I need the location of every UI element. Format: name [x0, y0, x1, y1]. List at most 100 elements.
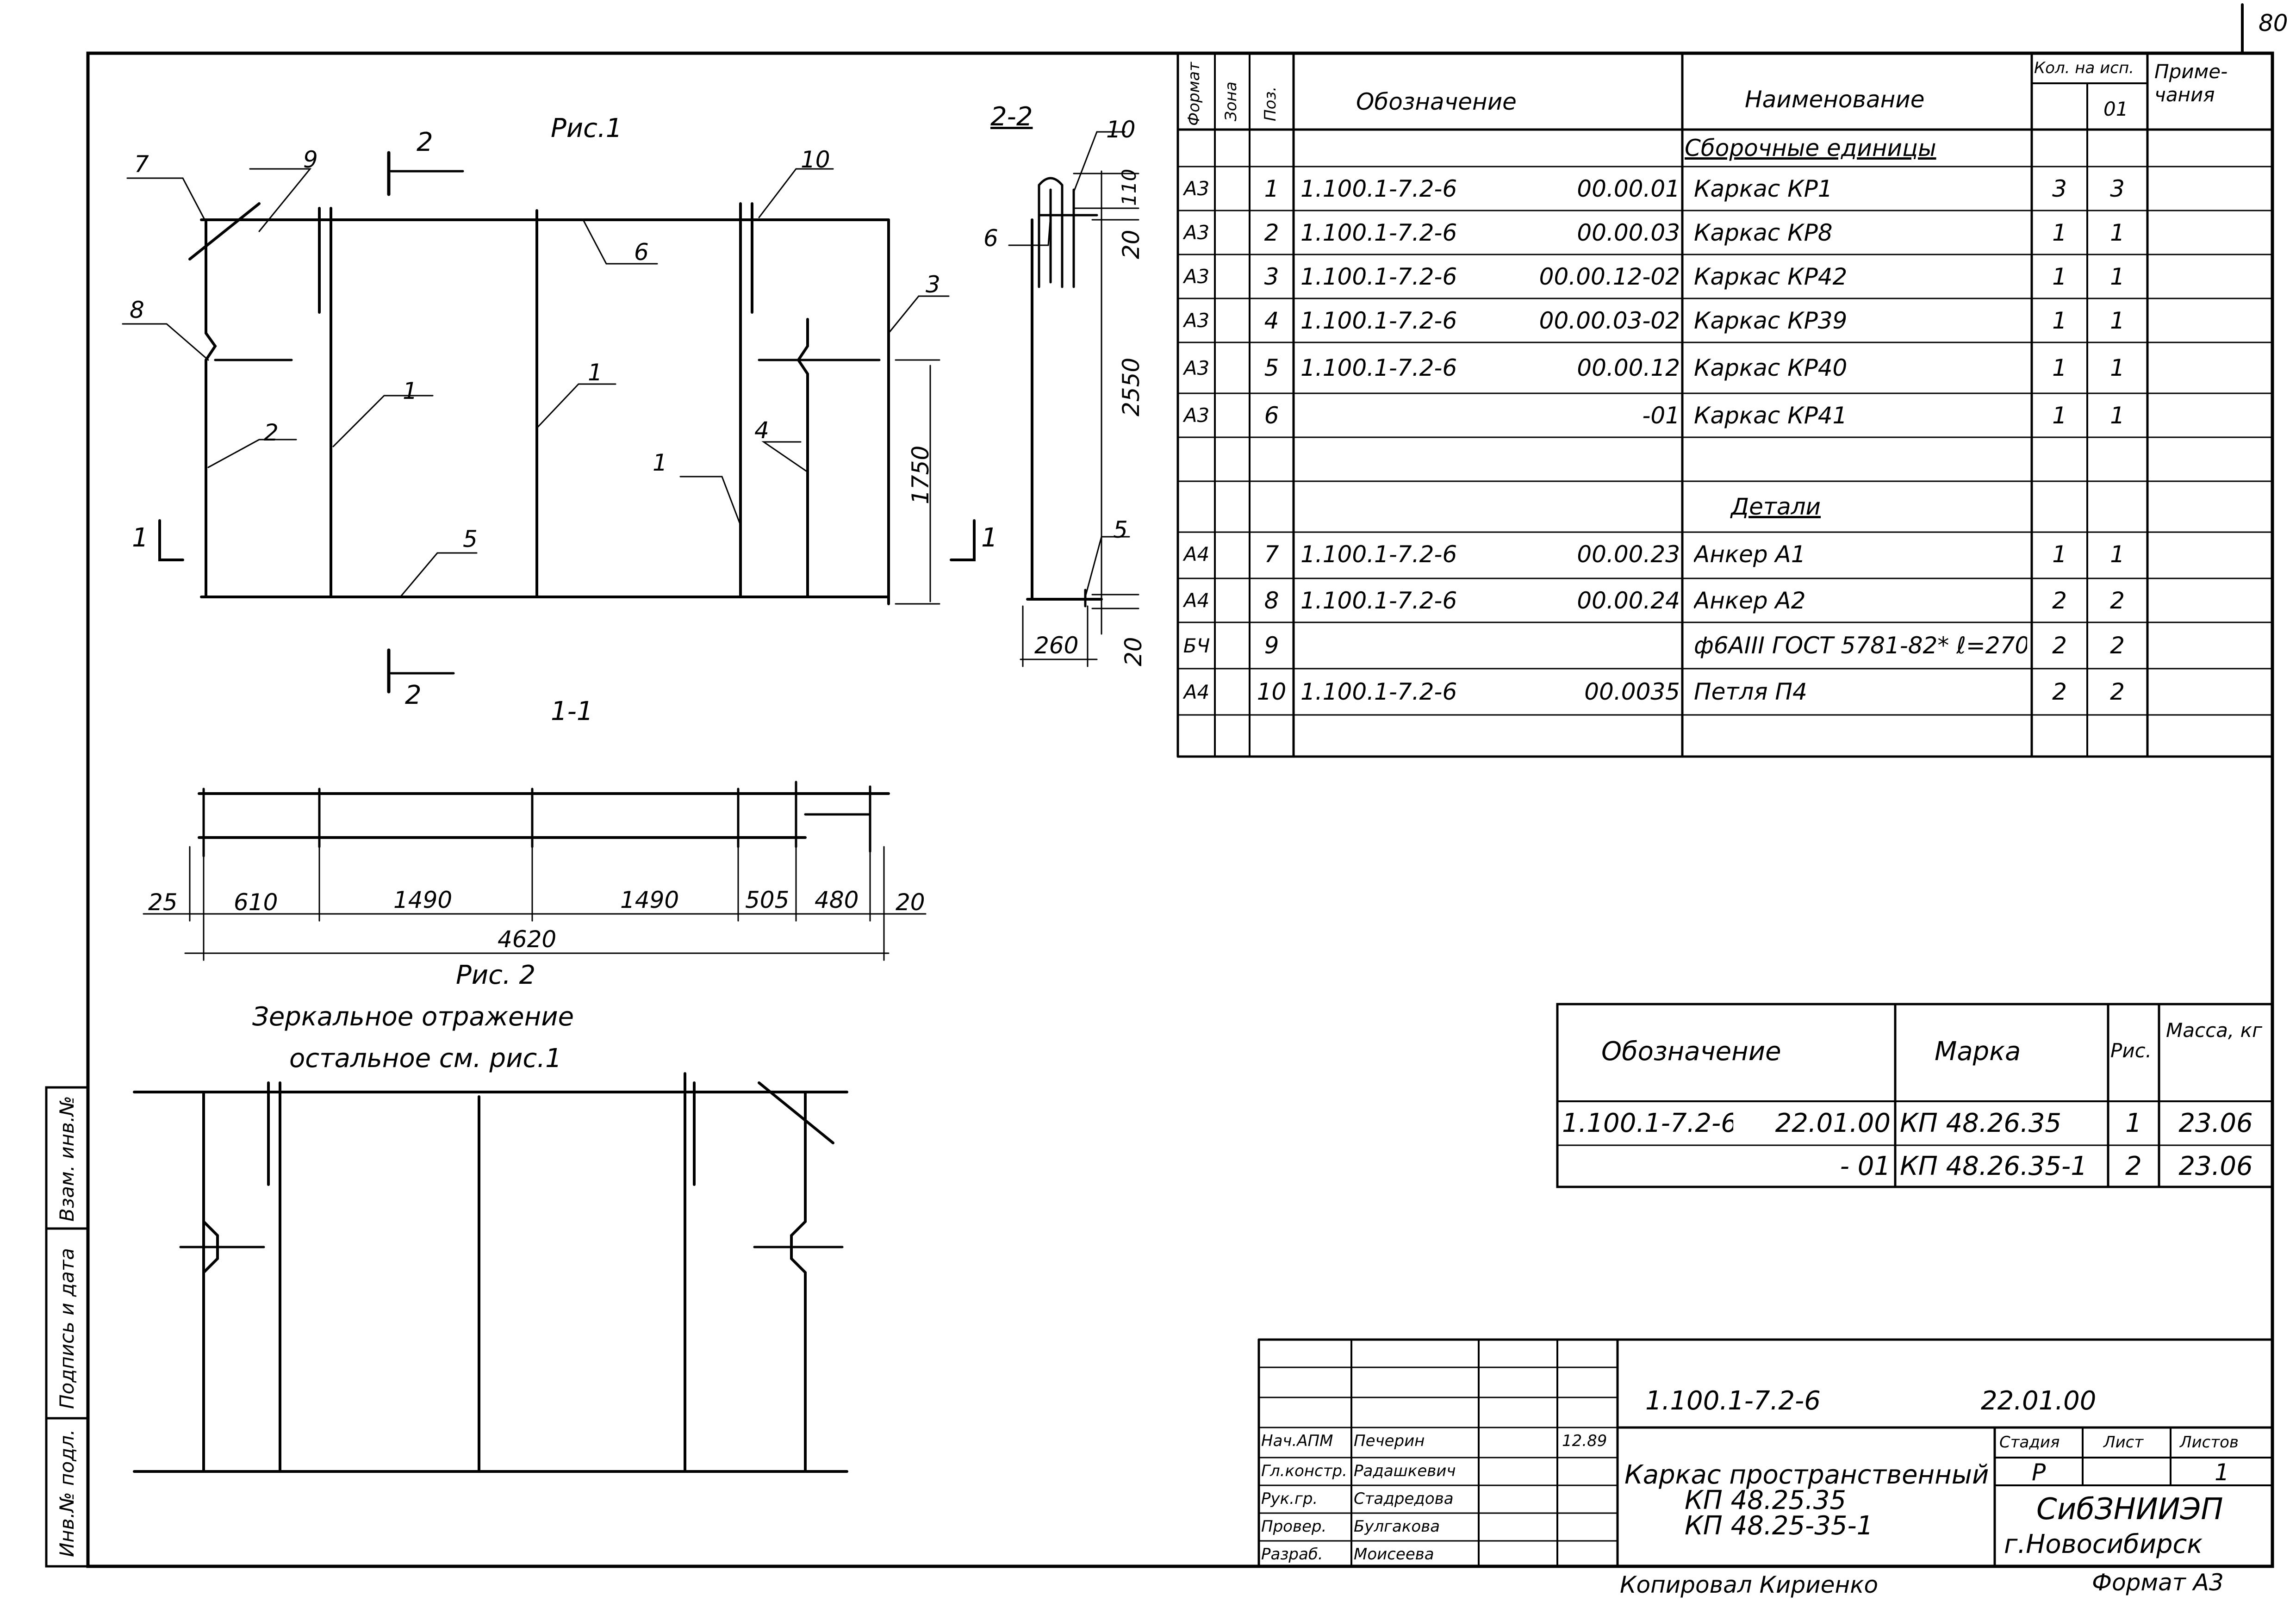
- mass-row-2-mark: КП 48.26.35-1: [1900, 1151, 2087, 1181]
- spec-row-6-q1: 1: [2052, 402, 2067, 429]
- cut-mark-2-top: 2: [417, 127, 433, 157]
- leader-6-s22: 6: [983, 225, 998, 252]
- spec-row-8-des: 1.100.1-7.2-6: [1300, 587, 1457, 614]
- mass-row-2-fig: 2: [2125, 1151, 2142, 1181]
- spec-row-3-q1: 1: [2052, 263, 2067, 290]
- section-assemblies: Сборочные единицы: [1685, 135, 1936, 161]
- spec-row-7-q2: 1: [2110, 540, 2125, 568]
- spec-row-10-q2: 2: [2110, 678, 2125, 705]
- spec-row-4-format: А3: [1183, 309, 1210, 332]
- section-11-label: 1-1: [551, 696, 593, 726]
- spec-row-2-code: 00.00.03: [1577, 219, 1680, 246]
- mass-header-mass: Масса, кг: [2166, 1019, 2263, 1042]
- spec-row-8-code: 00.00.24: [1577, 587, 1680, 614]
- mass-table-grid: [1556, 1003, 2274, 1188]
- tb-doc-code: 1.100.1-7.2-6: [1645, 1386, 1821, 1416]
- dim-11-480: 480: [815, 887, 859, 913]
- dim-11-610: 610: [234, 889, 278, 916]
- tb-title-line3: КП 48.25-35-1: [1685, 1511, 1873, 1541]
- spec-row-10-code: 00.0035: [1584, 678, 1680, 705]
- spec-row-8-name: Анкер А2: [1694, 587, 1806, 614]
- spec-row-9-q2: 2: [2110, 632, 2125, 659]
- dim-11-1490a: 1490: [393, 887, 453, 913]
- tb-role-3: Рук.гр.: [1261, 1490, 1318, 1508]
- leader-1a: 1: [403, 378, 417, 404]
- dim-22-2550: 2550: [1118, 357, 1145, 416]
- tb-role-4: Провер.: [1261, 1517, 1327, 1536]
- section-11: [143, 781, 927, 961]
- spec-row-4-q2: 1: [2110, 307, 2125, 334]
- mass-row-2-mass: 23.06: [2178, 1151, 2253, 1181]
- leader-8: 8: [130, 297, 144, 323]
- spec-row-2-q2: 1: [2110, 219, 2125, 246]
- dim-22-20a: 20: [1118, 230, 1145, 259]
- fig2-note-line2: остальное см. рис.1: [289, 1043, 562, 1074]
- spec-row-10-name: Петля П4: [1694, 678, 1807, 705]
- spec-row-7-code: 00.00.23: [1577, 540, 1680, 568]
- mass-row-1-code: 22.01.00: [1775, 1108, 1891, 1138]
- spec-row-5-pos: 5: [1264, 354, 1279, 381]
- fig2-plan: [133, 1072, 848, 1473]
- spec-row-5-q1: 1: [2052, 354, 2067, 381]
- fig1-title: Рис.1: [551, 113, 622, 143]
- spec-row-1-code: 00.00.01: [1577, 175, 1680, 202]
- spec-row-9-code: [1495, 622, 1687, 669]
- spec-row-2-pos: 2: [1264, 219, 1279, 246]
- spec-row-1-name: Каркас КР1: [1694, 175, 1833, 202]
- mass-row-1-mass: 23.06: [2178, 1108, 2253, 1138]
- spec-table-grid: [1176, 52, 2274, 758]
- stamp-inv-orig: Инв.№ подл.: [56, 1429, 78, 1557]
- spec-row-3-format: А3: [1183, 265, 1210, 288]
- header-notes: Приме-чания: [2154, 60, 2228, 106]
- header-name: Наименование: [1745, 86, 1925, 113]
- tb-name-5: Моисеева: [1354, 1545, 1434, 1564]
- spec-row-10-format: А4: [1183, 680, 1210, 703]
- spec-row-8-pos: 8: [1264, 587, 1279, 614]
- leader-3: 3: [926, 271, 940, 298]
- dim-11-20: 20: [896, 889, 925, 916]
- spec-row-2-q1: 1: [2052, 219, 2067, 246]
- spec-row-8-q1: 2: [2052, 587, 2067, 614]
- spec-row-3-name: Каркас КР42: [1694, 263, 1848, 290]
- spec-row-1-des: 1.100.1-7.2-6: [1300, 175, 1457, 202]
- dim-1750: 1750: [907, 445, 934, 504]
- spec-row-7-name: Анкер А1: [1694, 540, 1806, 568]
- leader-10-s22: 10: [1106, 116, 1136, 143]
- title-block-grid: [1257, 1338, 2274, 1568]
- mass-header-fig: Рис.: [2110, 1039, 2152, 1062]
- spec-row-8-format: А4: [1183, 589, 1210, 612]
- mass-header-mark: Марка: [1935, 1037, 2021, 1067]
- spec-row-1-format: А3: [1183, 177, 1210, 200]
- spec-row-5-q2: 1: [2110, 354, 2125, 381]
- dim-22-110: 110: [1118, 168, 1140, 206]
- tb-name-1: Печерин: [1354, 1432, 1425, 1450]
- leader-1c: 1: [653, 449, 667, 476]
- spec-row-1-pos: 1: [1264, 175, 1279, 202]
- spec-row-7-pos: 7: [1264, 540, 1279, 568]
- mass-row-2-code: - 01: [1840, 1151, 1891, 1181]
- sheet-number: 80: [2259, 10, 2288, 37]
- dim-11-4620: 4620: [498, 926, 557, 953]
- spec-row-9-q1: 2: [2052, 632, 2067, 659]
- tb-stage-label: Стадия: [1999, 1433, 2060, 1452]
- spec-row-2-name: Каркас КР8: [1694, 219, 1833, 246]
- stamp-inv-repl: Взам. инв.№: [56, 1096, 78, 1222]
- leader-5-s22: 5: [1113, 516, 1128, 543]
- spec-row-2-des: 1.100.1-7.2-6: [1300, 219, 1457, 246]
- header-qty: Кол. на исп.: [2034, 59, 2134, 77]
- tb-city: г.Новосибирск: [2004, 1529, 2203, 1559]
- tb-stage: Р: [2032, 1459, 2046, 1486]
- spec-row-1-q2: 3: [2110, 175, 2125, 202]
- cut-mark-2-bottom: 2: [405, 680, 422, 710]
- tb-role-5: Разраб.: [1261, 1545, 1323, 1564]
- section-22: [1008, 131, 1139, 667]
- spec-row-2-format: А3: [1183, 221, 1210, 244]
- spec-row-7-format: А4: [1183, 543, 1210, 565]
- spec-row-6-des: [1300, 393, 1495, 437]
- spec-row-10-pos: 10: [1257, 678, 1287, 705]
- spec-row-10-des: 1.100.1-7.2-6: [1300, 678, 1457, 705]
- tb-doc-num: 22.01.00: [1981, 1386, 2097, 1416]
- leader-6: 6: [634, 239, 649, 266]
- tb-sheets: 1: [2215, 1459, 2229, 1486]
- leader-2: 2: [264, 419, 279, 446]
